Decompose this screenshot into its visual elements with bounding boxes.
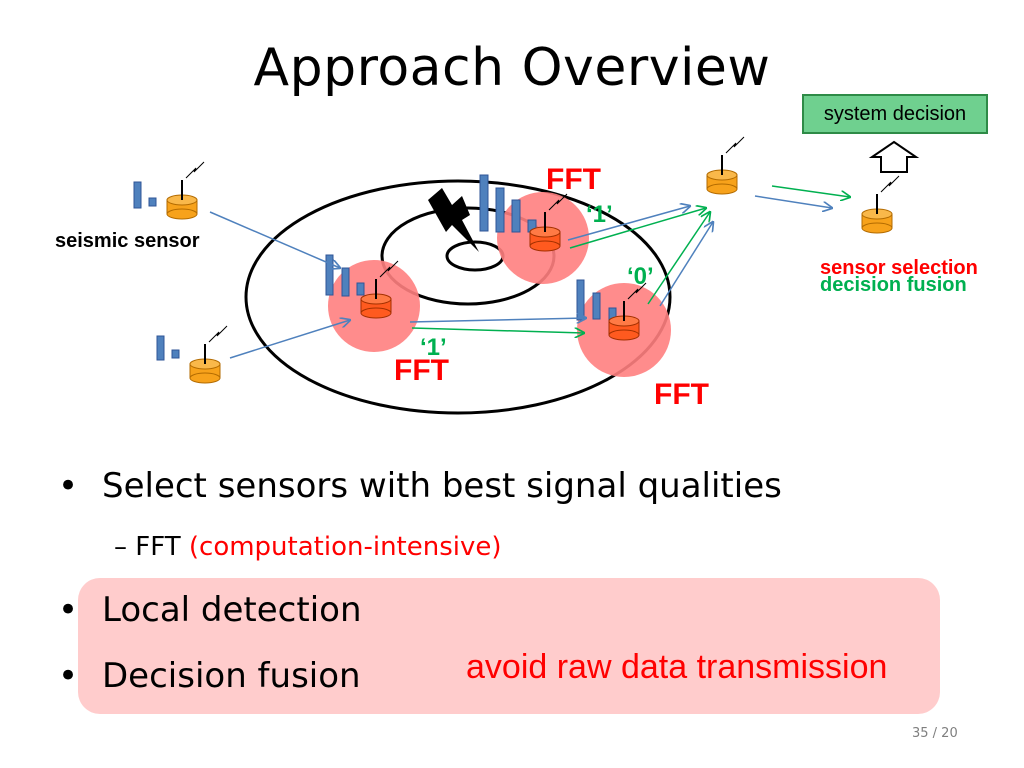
bullet-dot: •	[58, 656, 79, 696]
bullet-dot: •	[58, 590, 79, 630]
fft-label-left: FFT	[394, 354, 449, 387]
bullet-text: Select sensors with best signal qualitie…	[102, 466, 782, 506]
sensor-top-right	[706, 136, 745, 195]
sensor-selection-label: sensor selection	[820, 257, 978, 279]
signal-bars-halo-left	[325, 254, 365, 297]
outer-ring	[244, 179, 672, 415]
up-arrow-icon	[868, 140, 920, 173]
bit-zero-right: ‘0’	[627, 263, 654, 290]
bullet-text: Local detection	[102, 590, 362, 630]
signal-bars-center	[479, 174, 537, 233]
fft-label-right: FFT	[654, 378, 709, 411]
green-arrows	[411, 185, 850, 333]
sub-bullet-text: FFT	[135, 532, 181, 562]
page-number: 35 / 20	[912, 726, 958, 741]
seismic-sensor-label: seismic sensor	[55, 230, 200, 252]
signal-bars-left-bottom	[156, 335, 180, 361]
blue-arrows	[209, 195, 832, 359]
lightning-icon	[428, 188, 479, 252]
bit-one-left: ‘1’	[420, 334, 447, 361]
sensor-left-top	[166, 161, 205, 220]
sub-bullet-dash: –	[114, 532, 127, 562]
sub-bullet-item: – FFT (computation-intensive)	[114, 532, 502, 562]
sensor-fusion	[861, 175, 900, 234]
sensor-left-bottom	[189, 325, 228, 384]
highlight-note: avoid raw data transmission	[466, 648, 888, 686]
highlight-box	[78, 578, 940, 714]
bullet-dot: •	[58, 466, 79, 506]
bit-one-center: ‘1’	[586, 201, 613, 228]
decision-fusion-label: decision fusion	[820, 274, 967, 296]
system-decision-box: system decision	[802, 94, 988, 134]
page-title: Approach Overview	[253, 38, 771, 98]
sub-bullet-note: (computation-intensive)	[188, 532, 502, 562]
signal-bars-left-top	[133, 181, 157, 209]
bullet-text: Decision fusion	[102, 656, 361, 696]
fft-label-center: FFT	[546, 163, 601, 196]
